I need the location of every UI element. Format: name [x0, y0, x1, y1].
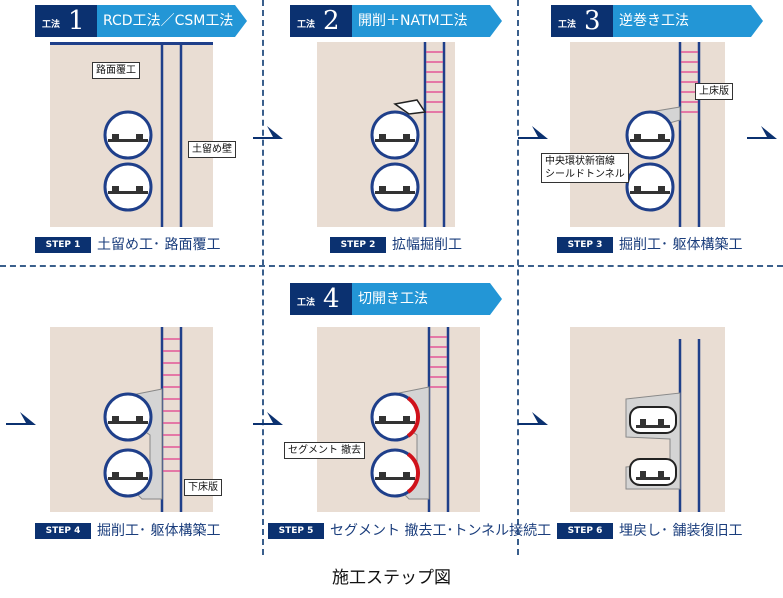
divider-vertical-right [517, 0, 519, 555]
connected-tunnel-upper [629, 406, 677, 434]
arrow-right-icon [747, 126, 777, 139]
callout-shield-tunnel-line1: 中央環状新宿線 [545, 156, 615, 167]
shield-tunnel-upper [625, 110, 675, 160]
arrow-right-icon [253, 412, 283, 425]
callout-upper-slab: 上床版 [695, 83, 733, 100]
divider-vertical-left [262, 0, 264, 555]
step-badge: STEP 5 [268, 523, 324, 539]
method-title: 切開き工法 [352, 283, 502, 315]
step-text: セグメント 撤去工･トンネル接続工 [330, 523, 552, 539]
step-text: 埋戻し･ 舗装復旧工 [619, 523, 743, 539]
callout-road-cover: 路面覆工 [92, 62, 140, 79]
shield-tunnel-upper [103, 110, 153, 160]
step-badge: STEP 1 [35, 237, 91, 253]
shield-tunnel-lower [370, 448, 421, 498]
arrow-right-icon [6, 412, 36, 425]
shield-tunnel-lower [370, 162, 420, 212]
shield-tunnel-lower [103, 448, 153, 498]
struts [426, 51, 443, 113]
divider-horizontal [0, 265, 783, 267]
shield-tunnel-lower [625, 162, 675, 212]
step-3-diagram [570, 42, 725, 227]
step-badge: STEP 6 [557, 523, 613, 539]
method-title: 開削＋NATM工法 [352, 5, 502, 37]
connected-tunnel-lower [629, 458, 677, 486]
shield-tunnel-upper [370, 110, 420, 160]
step-badge: STEP 3 [557, 237, 613, 253]
shield-tunnel-lower [103, 162, 153, 212]
step-badge: STEP 2 [330, 237, 386, 253]
struts [430, 336, 447, 388]
step-text: 土留め工･ 路面覆工 [97, 237, 221, 253]
arrow-right-icon [518, 126, 548, 139]
shield-tunnel-upper [103, 392, 153, 442]
struts [163, 338, 180, 472]
step-text: 拡幅掘削工 [392, 237, 462, 253]
callout-shield-tunnel: 中央環状新宿線 シールドトンネル [541, 153, 629, 183]
step-text: 掘削工･ 躯体構築工 [97, 523, 221, 539]
shield-tunnel-upper [370, 392, 421, 442]
callout-segment-removal: セグメント 撤去 [284, 442, 366, 459]
step-5-diagram [317, 327, 480, 512]
step-6-diagram [570, 327, 725, 512]
figure-caption: 施工ステップ図 [332, 568, 451, 588]
step-badge: STEP 4 [35, 523, 91, 539]
arrow-right-icon [253, 126, 283, 139]
step-text: 掘削工･ 躯体構築工 [619, 237, 743, 253]
road-cover [50, 42, 213, 45]
natm-widening [393, 99, 427, 115]
callout-lower-slab: 下床版 [184, 479, 222, 496]
callout-shield-tunnel-line2: シールドトンネル [545, 169, 625, 180]
method-title: RCD工法／CSM工法 [97, 5, 247, 37]
arrow-right-icon [518, 412, 548, 425]
method-title: 逆巻き工法 [613, 5, 763, 37]
callout-retaining-wall: 土留め壁 [188, 141, 236, 158]
step-2-diagram [317, 42, 455, 227]
